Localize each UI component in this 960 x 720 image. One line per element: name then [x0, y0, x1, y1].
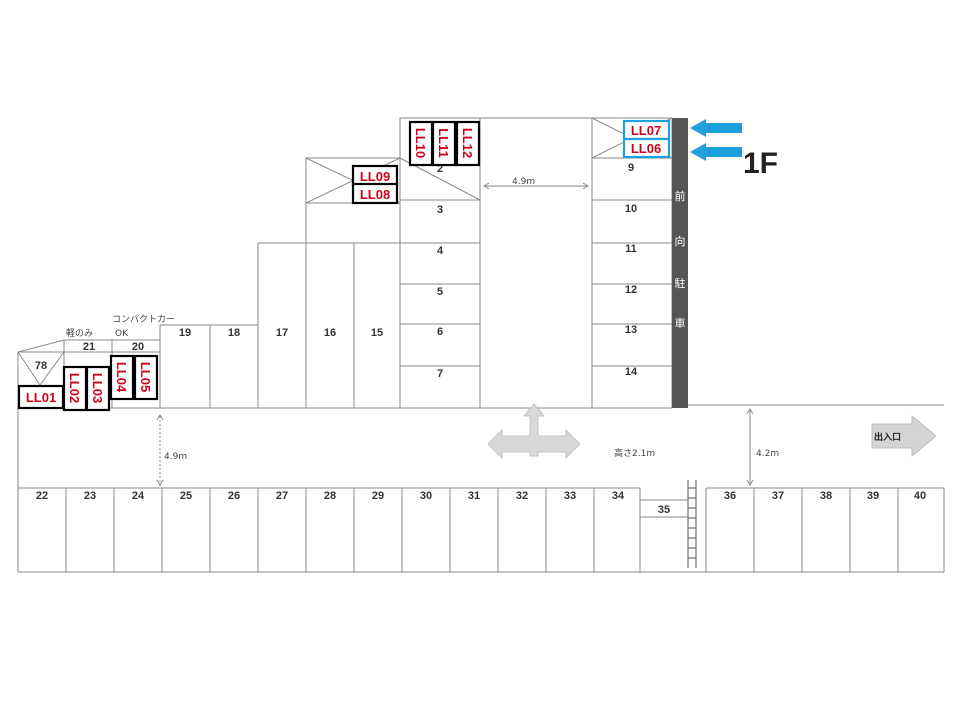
compact-car-note: コンパクトカー — [112, 314, 175, 325]
svg-text:LL06: LL06 — [631, 141, 661, 156]
space-33: 33 — [564, 490, 576, 502]
space-21: 21 — [83, 341, 95, 353]
space-6: 6 — [437, 326, 443, 338]
exit-label: 出入口 — [874, 431, 901, 443]
blue-arrow-icon — [690, 119, 742, 137]
svg-text:LL03: LL03 — [90, 373, 105, 403]
space-18: 18 — [228, 327, 240, 339]
space-31: 31 — [468, 490, 480, 502]
space-11: 11 — [625, 243, 637, 255]
svg-text:LL09: LL09 — [360, 169, 390, 184]
svg-text:LL11: LL11 — [436, 128, 451, 158]
space-13: 13 — [625, 324, 637, 336]
label-ll02: LL02 — [62, 365, 88, 412]
svg-text:LL10: LL10 — [413, 128, 428, 158]
space-40: 40 — [914, 490, 926, 502]
label-ll11: LL11 — [431, 120, 457, 167]
width-right: 4.2m — [756, 449, 779, 459]
space-12: 12 — [625, 284, 637, 296]
traffic-direction-arrow-icon — [487, 403, 581, 460]
space-32: 32 — [516, 490, 528, 502]
space-20: 20 — [132, 341, 144, 353]
space-39: 39 — [867, 490, 879, 502]
width-left: 4.9m — [164, 452, 187, 462]
space-2: 2 — [437, 163, 443, 175]
space-9: 9 — [628, 162, 634, 174]
space-10: 10 — [625, 203, 637, 215]
label-ll07: LL07 — [622, 119, 671, 141]
label-ll03: LL03 — [85, 365, 111, 412]
entry-arrows — [690, 119, 742, 161]
exit-arrow-icon — [871, 414, 937, 458]
space-14: 14 — [625, 366, 638, 378]
label-ll04: LL04 — [109, 354, 135, 401]
label-ll05: LL05 — [133, 354, 159, 401]
front-parking-char-2: 向 — [675, 234, 686, 248]
space-78: 78 — [35, 360, 47, 372]
space-numbers: 2 3 4 5 6 7 9 10 11 12 13 14 15 16 17 18… — [35, 162, 926, 516]
ll-labels: LL01 LL02 LL03 LL04 LL05 LL09 LL08 — [17, 119, 671, 412]
label-ll06: LL06 — [622, 137, 671, 159]
label-ll12: LL12 — [455, 120, 481, 167]
label-ll01: LL01 — [17, 384, 65, 410]
structure-lines — [17, 117, 945, 573]
front-parking-char-4: 車 — [675, 316, 686, 330]
space-23: 23 — [84, 490, 96, 502]
space-19: 19 — [179, 327, 191, 339]
space-26: 26 — [228, 490, 240, 502]
height-limit: 高さ2.1m — [614, 447, 655, 459]
space-15: 15 — [371, 327, 383, 339]
space-27: 27 — [276, 490, 288, 502]
svg-text:LL08: LL08 — [360, 187, 390, 202]
space-3: 3 — [437, 204, 443, 216]
svg-text:LL01: LL01 — [26, 390, 56, 405]
ok-note: OK — [115, 329, 129, 339]
label-ll08: LL08 — [351, 182, 399, 205]
front-parking-char-3: 駐 — [675, 276, 686, 290]
space-7: 7 — [437, 368, 443, 380]
label-ll10: LL10 — [408, 120, 434, 167]
kei-only-note: 軽のみ — [66, 328, 93, 339]
space-24: 24 — [132, 490, 145, 502]
svg-text:LL07: LL07 — [631, 123, 661, 138]
width-top: 4.9m — [512, 177, 535, 187]
space-38: 38 — [820, 490, 832, 502]
space-16: 16 — [324, 327, 336, 339]
svg-text:LL05: LL05 — [138, 362, 153, 392]
svg-text:LL04: LL04 — [114, 362, 129, 393]
space-5: 5 — [437, 286, 443, 298]
space-25: 25 — [180, 490, 192, 502]
space-30: 30 — [420, 490, 432, 502]
space-22: 22 — [36, 490, 48, 502]
space-37: 37 — [772, 490, 784, 502]
front-parking-char-1: 前 — [675, 189, 686, 203]
space-4: 4 — [437, 245, 444, 257]
label-ll09: LL09 — [351, 164, 399, 187]
space-36: 36 — [724, 490, 736, 502]
space-29: 29 — [372, 490, 384, 502]
notes: 軽のみ コンパクトカー OK 4.9m 4.9m 高さ2.1m 4.2m 出入口… — [66, 177, 901, 462]
space-17: 17 — [276, 327, 288, 339]
dimension-markers — [156, 182, 754, 486]
svg-text:LL12: LL12 — [460, 128, 475, 158]
blue-arrow-icon — [690, 143, 742, 161]
space-28: 28 — [324, 490, 336, 502]
space-34: 34 — [612, 490, 625, 502]
floor-label: 1F — [743, 147, 778, 180]
svg-text:LL02: LL02 — [67, 373, 82, 403]
space-35: 35 — [658, 504, 670, 516]
